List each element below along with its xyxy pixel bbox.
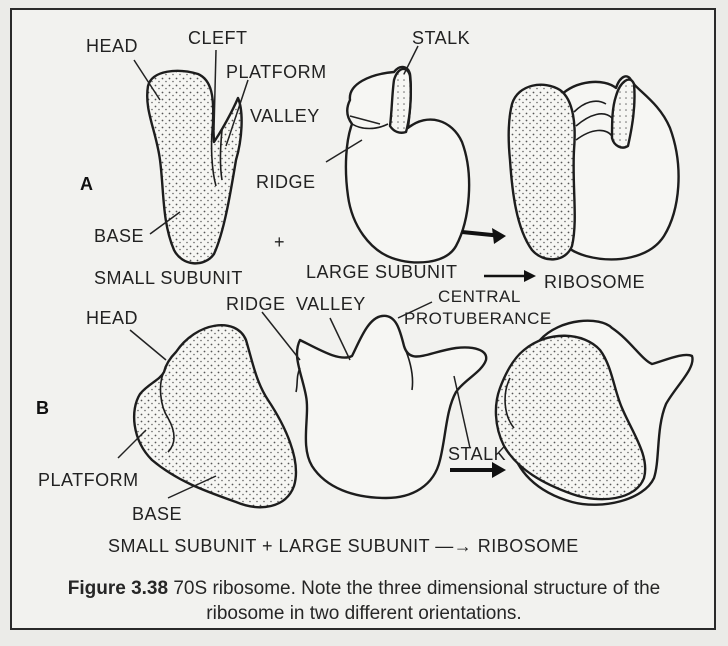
row-a-large-subunit-label: LARGE SUBUNIT — [306, 262, 458, 282]
leader-cleft-a — [214, 50, 216, 130]
panel-b-label: B — [36, 398, 49, 418]
row-a-ribosome-label: RIBOSOME — [544, 272, 645, 292]
label-cleft-a: CLEFT — [188, 28, 248, 48]
label-valley-b: VALLEY — [296, 294, 366, 314]
figure-number: Figure 3.38 — [68, 578, 168, 599]
label-platform-b: PLATFORM — [38, 470, 139, 490]
row-a-arrowhead — [492, 228, 506, 244]
label-platform-a: PLATFORM — [226, 62, 327, 82]
label-head-b: HEAD — [86, 308, 138, 328]
row-a-large-subunit-shape — [346, 67, 469, 263]
label-base-b: BASE — [132, 504, 182, 524]
leader-stalk-a — [404, 46, 418, 74]
label-stalk-b: STALK — [448, 444, 506, 464]
leader-ridge-b — [262, 312, 300, 360]
label-valley-a: VALLEY — [250, 106, 320, 126]
label-base-a: BASE — [94, 226, 144, 246]
row-a-equation-arrowhead — [524, 270, 536, 282]
label-stalk-a: STALK — [412, 28, 470, 48]
row-a-small-subunit-shape — [147, 71, 241, 263]
panel-a-label: A — [80, 174, 93, 194]
label-protuberance-b: PROTUBERANCE — [404, 309, 552, 328]
row-b-arrowhead — [492, 462, 506, 478]
row-b-small-subunit-shape — [134, 325, 296, 507]
label-plus-a: + — [274, 232, 285, 252]
row-a-ribosome-shape — [509, 76, 679, 259]
label-ridge-a: RIDGE — [256, 172, 316, 192]
row-a-small-subunit-label: SMALL SUBUNIT — [94, 268, 243, 288]
figure-caption: Figure 3.38 70S ribosome. Note the three… — [40, 576, 688, 626]
row-b-equation-label: SMALL SUBUNIT + LARGE SUBUNIT —→ RIBOSOM… — [108, 536, 579, 556]
label-ridge-b: RIDGE — [226, 294, 286, 314]
row-b-ribosome-shape — [496, 321, 693, 505]
leader-valley-b — [330, 318, 350, 360]
caption-text: 70S ribosome. Note the three dimensional… — [173, 578, 660, 624]
label-central-b: CENTRAL — [438, 287, 521, 306]
label-head-a: HEAD — [86, 36, 138, 56]
leader-head-b — [130, 330, 166, 360]
